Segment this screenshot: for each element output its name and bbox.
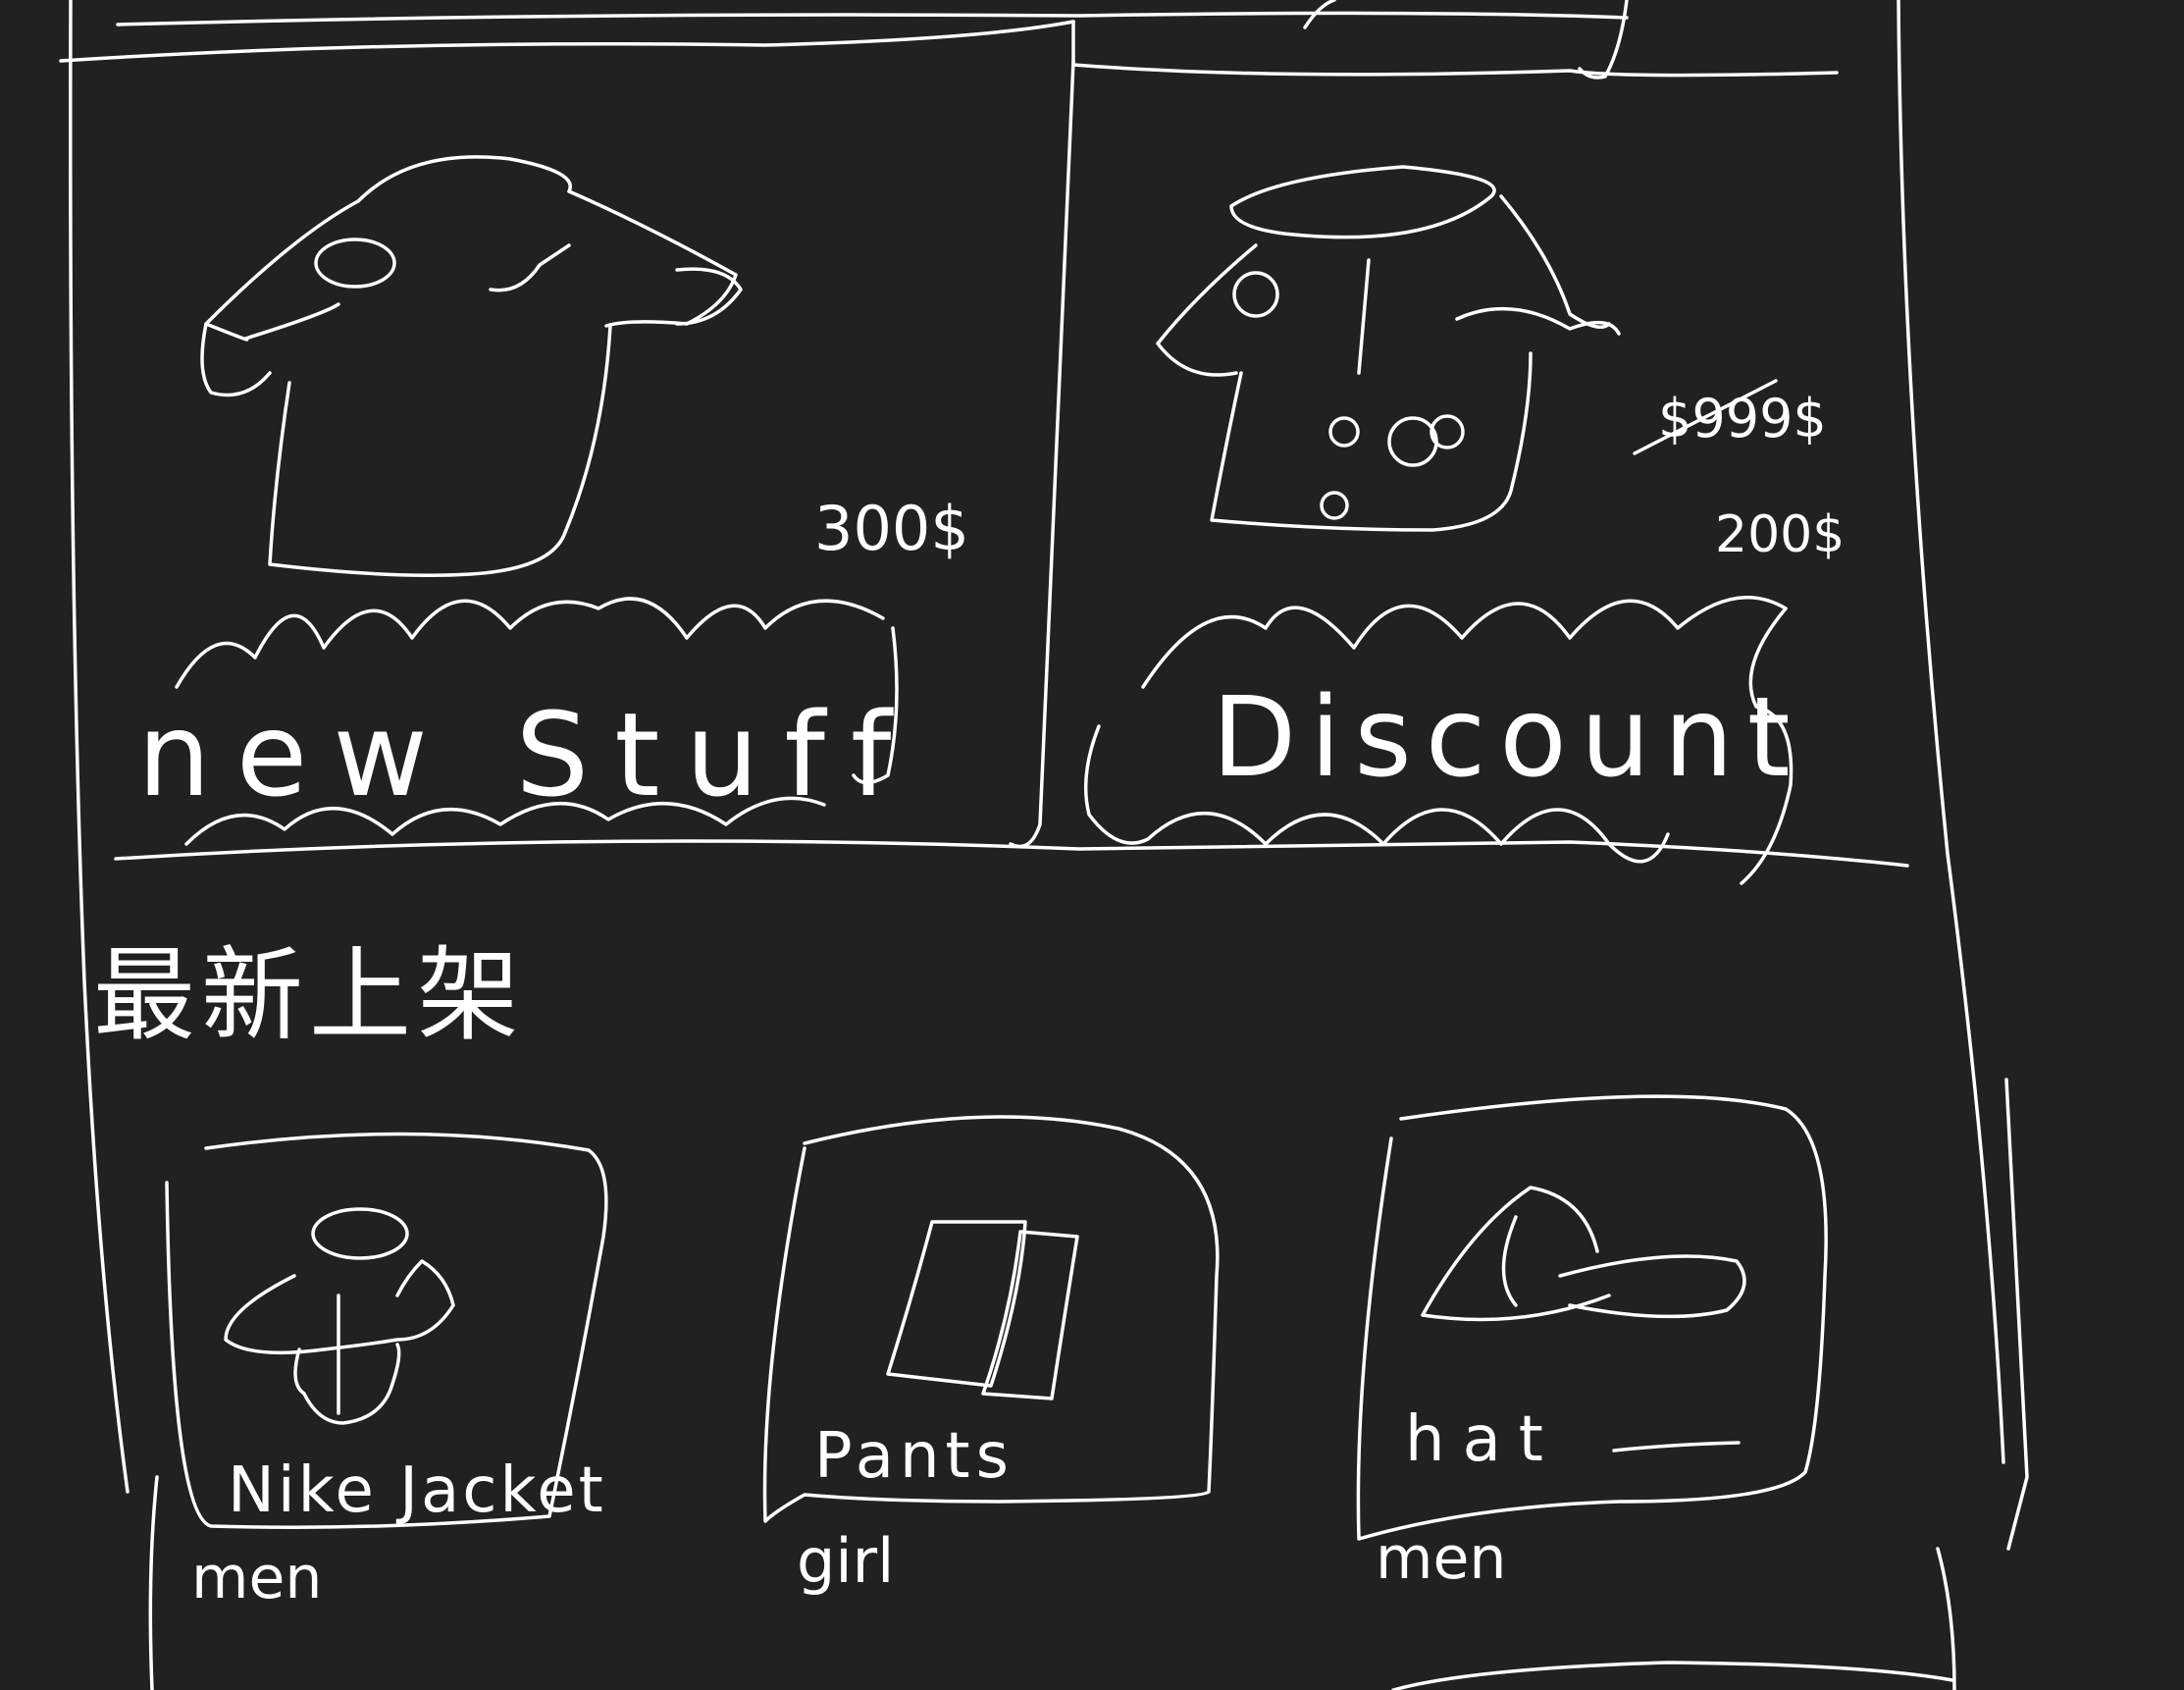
discount-banner-scribble <box>1083 596 1794 885</box>
product-card-frame <box>165 1132 608 1529</box>
product-category: men <box>191 1544 322 1612</box>
product-name-tail <box>1612 1441 1741 1452</box>
new-stuff-banner: new Stuff <box>137 687 916 822</box>
product-grid: Nike Jacket men Pants girl hat men <box>165 1094 1828 1612</box>
cap-illustration <box>1421 1186 1746 1322</box>
product-name: Nike Jacket <box>228 1454 606 1527</box>
product-card-frame <box>762 1115 1220 1523</box>
product-card[interactable]: Pants girl <box>762 1115 1220 1597</box>
floral-shirt-illustration <box>1156 165 1621 532</box>
new-stuff-price: 300$ <box>814 493 969 564</box>
section-title-new-arrivals: 最新上架 <box>93 935 525 1055</box>
product-card-frame <box>1356 1094 1828 1541</box>
promo-divider <box>1009 59 1075 849</box>
discount-new-price: 200$ <box>1715 505 1845 564</box>
promo-new-stuff[interactable]: 300$ new Stuff <box>137 155 969 846</box>
product-card[interactable]: hat men <box>1356 1094 1828 1593</box>
banner-scribble <box>175 597 899 846</box>
pants-illustration <box>886 1220 1079 1400</box>
discount-prices: $999$ 200$ <box>1633 379 1845 564</box>
strikethrough-line <box>1633 379 1778 455</box>
jacket-illustration <box>224 1207 455 1425</box>
discount-banner: Discount <box>1212 674 1804 802</box>
promo-bottom-line <box>114 839 1909 868</box>
tshirt-illustration <box>200 155 743 577</box>
product-name: Pants <box>814 1420 1014 1493</box>
price-tag-300: 300$ <box>814 493 969 564</box>
header-bar <box>59 0 1839 79</box>
product-card[interactable]: Nike Jacket men <box>165 1132 608 1612</box>
product-name: hat <box>1405 1403 1561 1476</box>
product-category: girl <box>797 1525 894 1597</box>
product-category: men <box>1376 1524 1506 1593</box>
device-frame <box>69 0 2029 1690</box>
promo-discount[interactable]: $999$ 200$ Discount <box>1083 165 1846 885</box>
